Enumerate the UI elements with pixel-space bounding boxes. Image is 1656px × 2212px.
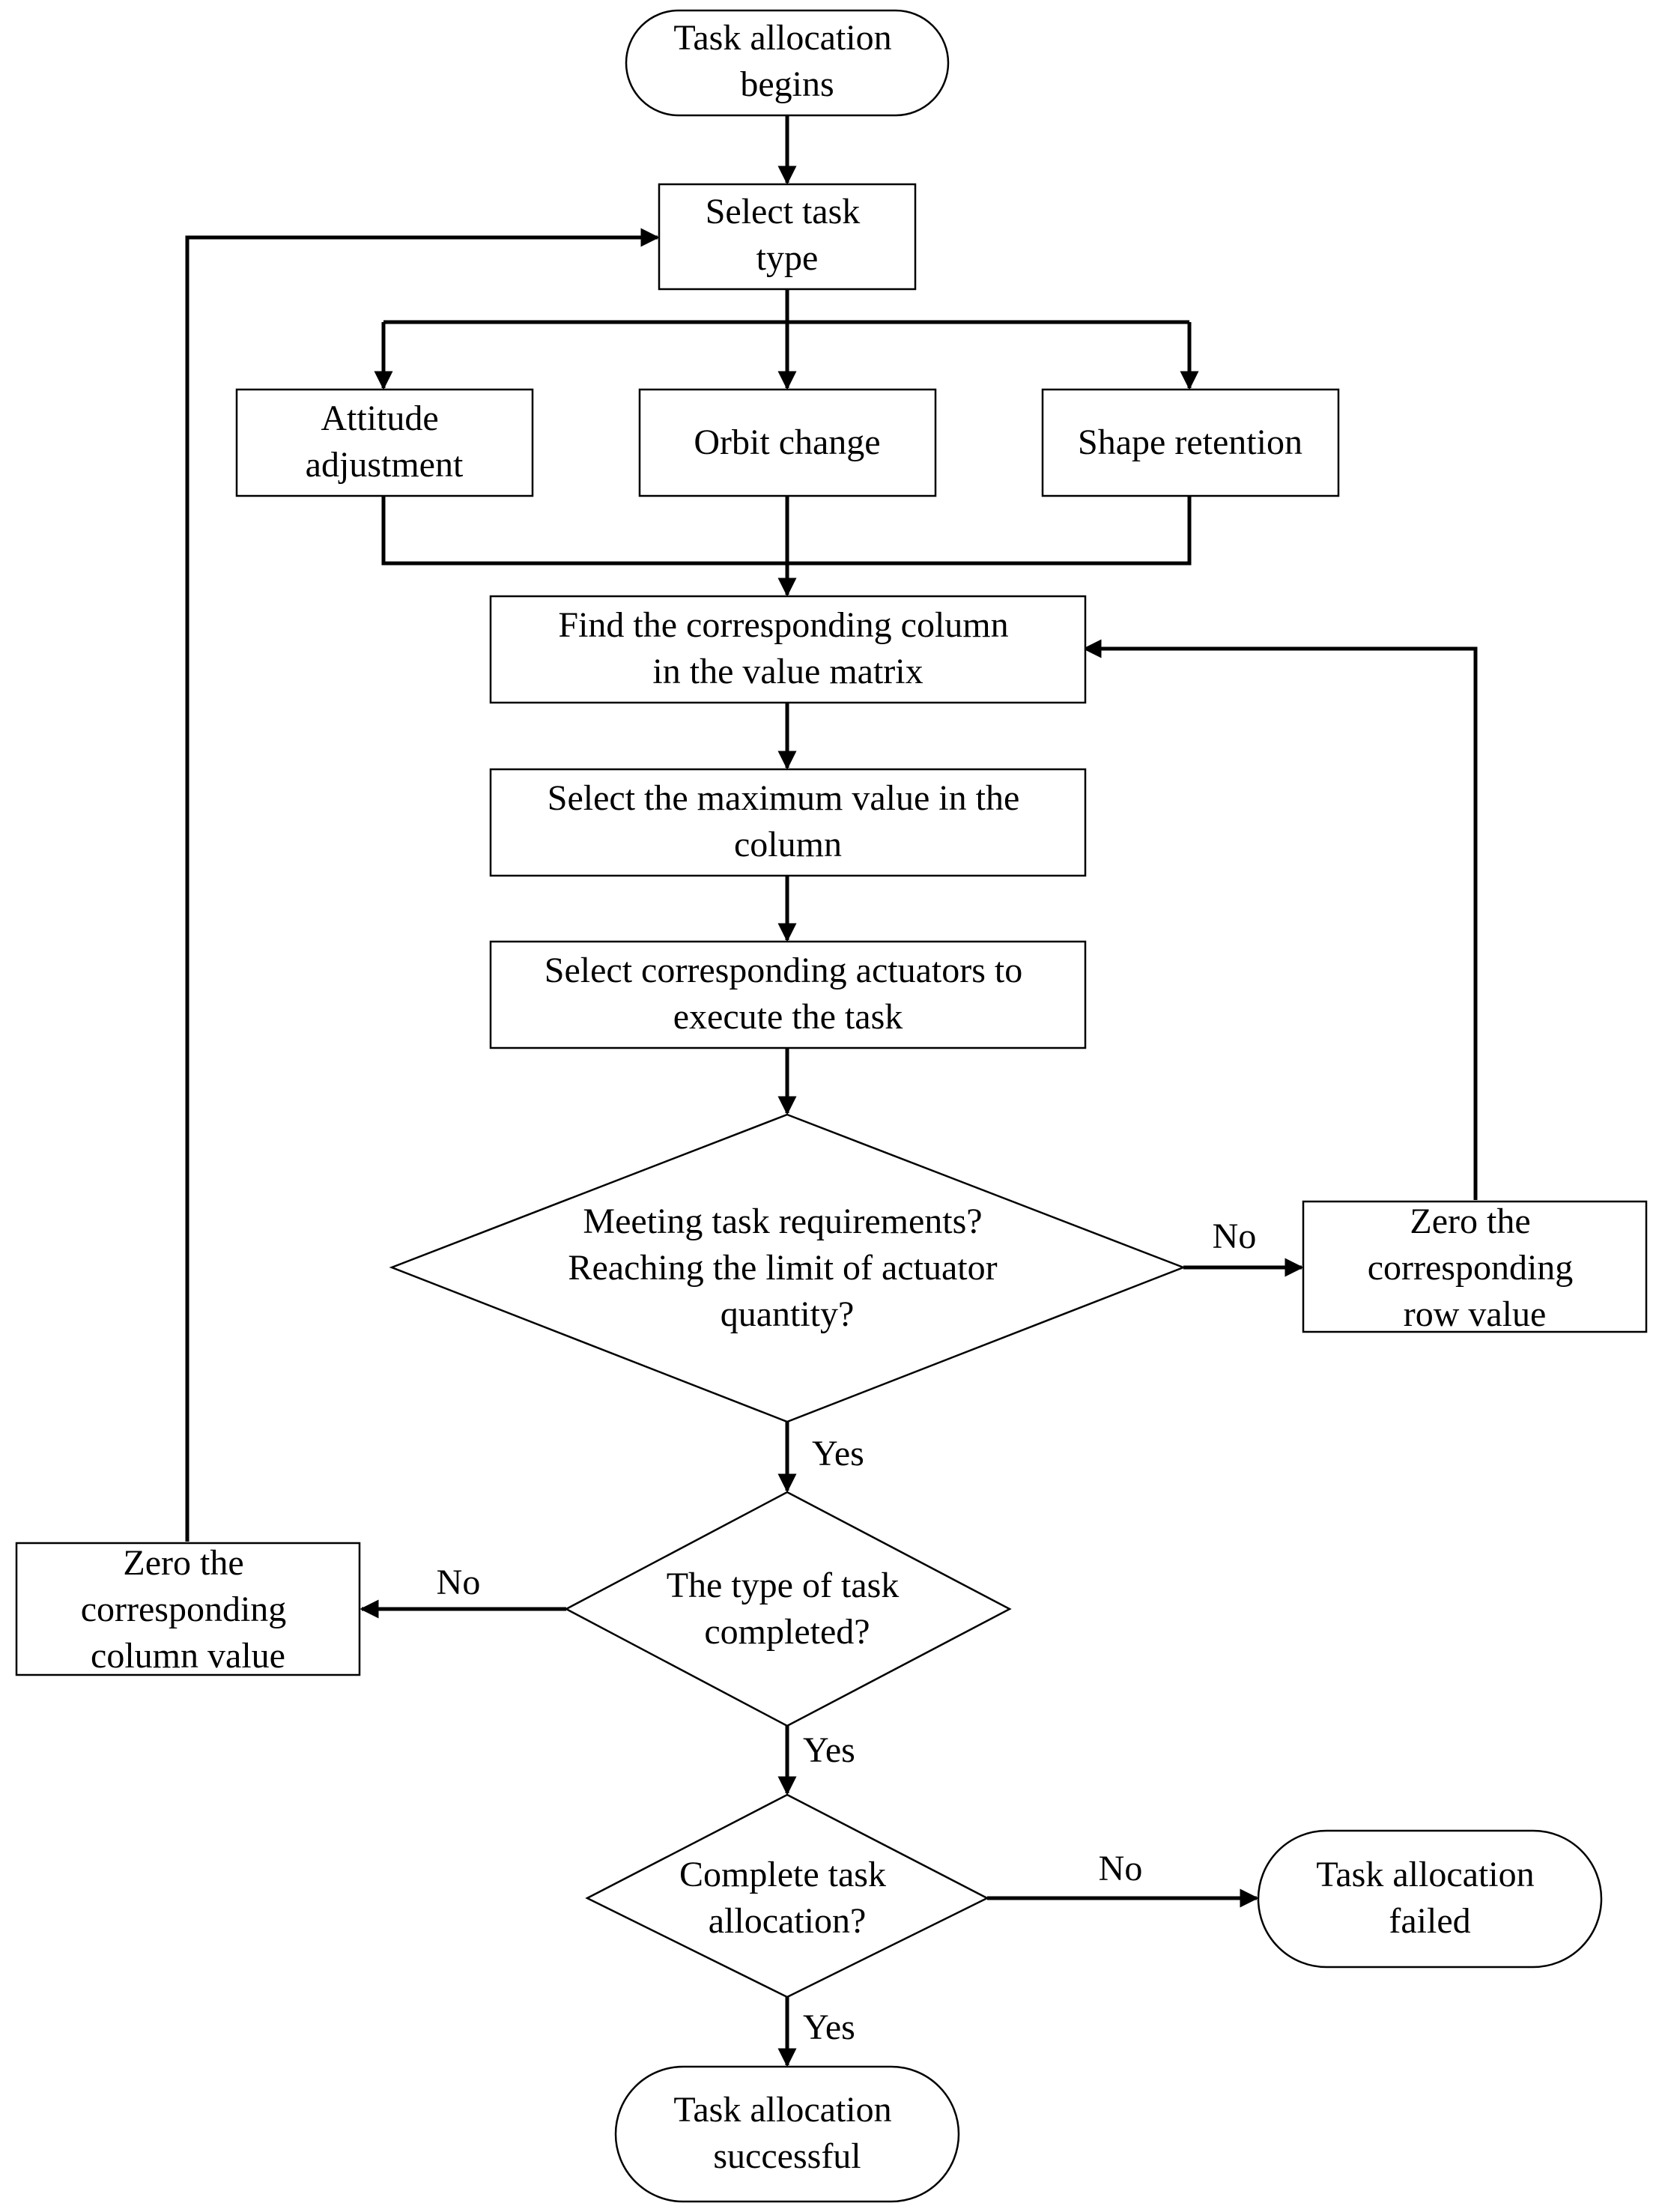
edge-labels: No Yes No Yes No Yes [437,1216,1257,2047]
orbit-change-box: Orbit change [638,388,937,497]
failed-terminal: Task allocation failed [1257,1829,1603,1969]
type-yes-label: Yes [803,1730,855,1770]
complete-line-1: Complete task [679,1855,886,1894]
attitude-line-1: Attitude [321,399,438,438]
svg-text:Task allocation failed: Task allocation failed [1316,1855,1543,1941]
svg-text:Task allocation succes: Task allocation successful [673,2090,900,2176]
select-max-line-1: Select the maximum value in the [548,778,1020,818]
meeting-requirements-decision: Meeting task requirements? Reaching the … [389,1113,1186,1423]
start-line-1: Task allocation [673,18,891,58]
merge-line [381,496,1192,566]
select-actuators-box: Select corresponding actuators to execut… [489,940,1087,1049]
find-column-box: Find the corresponding column in the val… [489,595,1087,704]
svg-text:Complete task allocati: Complete task allocation? [679,1855,895,1941]
meeting-line-3: quantity? [721,1294,855,1334]
select-actuators-line-1: Select corresponding actuators to [545,951,1022,990]
zero-row-line-1: Zero the [1410,1202,1530,1241]
find-column-line-1: Find the corresponding column [558,605,1008,645]
svg-text:Zero the corresponding: Zero the corresponding column value [81,1543,296,1676]
svg-text:Attitude adjustment: Attitude adjustment [306,399,464,485]
select-type-line-1: Select task [706,192,861,231]
success-line-1: Task allocation [673,2090,891,2130]
type-completed-line-2: completed? [704,1612,870,1652]
meeting-yes-label: Yes [812,1434,864,1473]
meeting-line-1: Meeting task requirements? [583,1202,982,1241]
svg-text:Task allocation begins: Task allocation begins [673,18,900,104]
svg-text:Select task type: Select task type [706,192,870,278]
arrow-zero-column-back [185,228,660,1542]
failed-line-2: failed [1389,1901,1470,1941]
zero-row-line-2: corresponding [1368,1248,1574,1288]
svg-text:Orbit change: Orbit change [694,422,880,462]
start-line-2: begins [740,64,834,104]
svg-text:Shape retention: Shape retention [1078,422,1302,462]
complete-allocation-decision: Complete task allocation? [585,1793,989,1999]
zero-column-box: Zero the corresponding column value [15,1542,361,1676]
nodes: Task allocation begins Select task type … [15,9,1648,2203]
orbit-line-1: Orbit change [694,422,880,462]
select-task-type-box: Select task type [658,183,917,291]
success-terminal: Task allocation successful [614,2065,960,2203]
type-completed-line-1: The type of task [667,1566,900,1605]
type-completed-decision: The type of task completed? [564,1491,1012,1727]
complete-line-2: allocation? [709,1901,867,1941]
attitude-line-2: adjustment [306,445,464,485]
zero-row-box: Zero the corresponding row value [1302,1200,1648,1334]
svg-text:Select the maximum value in th: Select the maximum value in the column [548,778,1029,864]
svg-text:Meeting task requirements?: Meeting task requirements? Reaching the … [568,1202,1006,1334]
complete-yes-label: Yes [803,2008,855,2047]
branch-line [383,289,1189,324]
select-max-box: Select the maximum value in the column [489,768,1087,877]
complete-no-label: No [1099,1849,1143,1888]
svg-text:Find the corresponding column: Find the corresponding column in the val… [558,605,1017,691]
shape-line-1: Shape retention [1078,422,1302,462]
failed-line-1: Task allocation [1316,1855,1534,1894]
success-line-2: successful [713,2136,861,2176]
zero-column-line-3: column value [91,1636,285,1676]
zero-column-line-1: Zero the [123,1543,243,1583]
meeting-no-label: No [1213,1216,1257,1256]
zero-column-line-2: corresponding [81,1590,287,1629]
svg-text:Zero the corresponding: Zero the corresponding row value [1368,1202,1583,1334]
select-type-line-2: type [756,238,819,278]
shape-retention-box: Shape retention [1041,388,1340,497]
svg-text:The type of task compl: The type of task completed? [667,1566,909,1652]
meeting-line-2: Reaching the limit of actuator [568,1248,997,1288]
connectors [185,115,1478,2067]
svg-text:Select corresponding actuators: Select corresponding actuators to execut… [545,951,1031,1037]
attitude-adjustment-box: Attitude adjustment [235,388,534,497]
zero-row-line-3: row value [1404,1294,1547,1334]
start-terminal: Task allocation begins [625,9,950,117]
select-actuators-line-2: execute the task [673,997,903,1037]
find-column-line-2: in the value matrix [652,652,923,691]
arrow-zero-row-back [1082,639,1478,1200]
select-max-line-2: column [734,825,842,864]
type-no-label: No [437,1563,481,1602]
